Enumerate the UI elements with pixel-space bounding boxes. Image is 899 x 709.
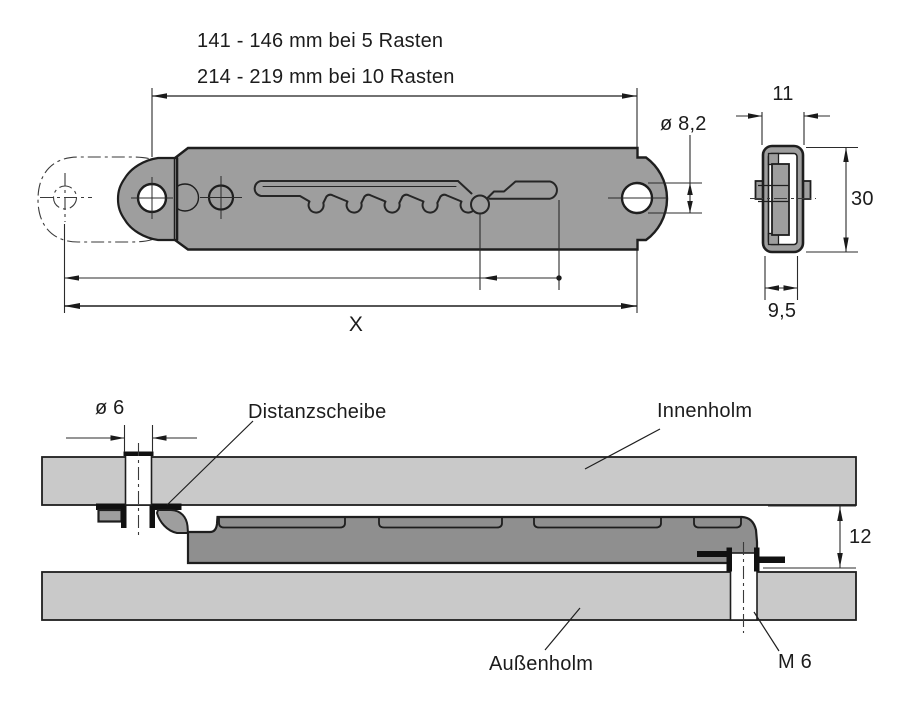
end-hole bbox=[608, 181, 667, 215]
tab-hole bbox=[131, 177, 173, 219]
dim-5-detents-label: 141 - 146 mm bei 5 Rasten bbox=[197, 30, 443, 52]
hole-diameter-dimension: ø 8,2 bbox=[648, 113, 707, 214]
section-width-bottom-dimension: 9,5 bbox=[764, 256, 799, 322]
section-width-top-dimension: 11 bbox=[736, 83, 830, 145]
thread-label: M 6 bbox=[778, 651, 812, 673]
section-inner-bar bbox=[771, 163, 790, 236]
slider-hook-end bbox=[155, 509, 190, 534]
gap-dimension: 12 bbox=[763, 505, 872, 569]
thread-leader bbox=[753, 611, 780, 652]
inner-rail-leader bbox=[584, 428, 661, 470]
hole-diameter-label: ø 8,2 bbox=[660, 113, 707, 135]
inner-rail-label: Innenholm bbox=[657, 400, 752, 422]
section-view: 11 30 9,5 bbox=[736, 83, 874, 322]
section-height-label: 30 bbox=[851, 188, 874, 210]
arrowhead-left bbox=[152, 93, 167, 99]
top-view: 141 - 146 mm bei 5 Rasten 214 - 219 mm b… bbox=[37, 30, 707, 336]
section-width-top-label: 11 bbox=[772, 83, 793, 105]
body-hole bbox=[200, 176, 242, 219]
slot-end-path bbox=[457, 180, 558, 200]
phantom-outline bbox=[37, 156, 171, 313]
gap-label: 12 bbox=[849, 526, 872, 548]
slider-body-plan bbox=[173, 146, 669, 251]
dim-10-detents-label: 214 - 219 mm bei 10 Rasten bbox=[197, 66, 455, 88]
slider-bar-side bbox=[186, 515, 759, 565]
outer-rail-beam bbox=[41, 571, 857, 621]
spacer-leader bbox=[166, 420, 254, 506]
section-width-bottom-label: 9,5 bbox=[768, 300, 796, 322]
bolt-diameter-dimension: ø 6 bbox=[66, 397, 197, 452]
section-height-dimension: 30 bbox=[806, 146, 874, 253]
ratchet-slot bbox=[253, 180, 558, 215]
arrowhead-right bbox=[622, 93, 637, 99]
lower-left-flange bbox=[697, 551, 730, 557]
travel-dimension bbox=[64, 275, 562, 281]
detent-pin-circle bbox=[470, 194, 490, 215]
left-spacer-block bbox=[97, 508, 123, 523]
x-dimension: X bbox=[64, 303, 637, 336]
left-flange-bar bbox=[96, 503, 123, 510]
bolt-diameter-label: ø 6 bbox=[95, 397, 125, 419]
slot-teeth-path bbox=[253, 180, 479, 214]
outer-rail-label: Außenholm bbox=[489, 653, 593, 675]
length-x-label: X bbox=[349, 313, 363, 336]
spacer-washer bbox=[151, 503, 182, 510]
slider-emboss-slots bbox=[218, 517, 742, 529]
spacer-label: Distanzscheibe bbox=[248, 401, 386, 423]
outer-rail-leader bbox=[544, 607, 581, 651]
inner-rail-beam bbox=[41, 456, 857, 506]
lower-right-flange bbox=[757, 556, 785, 563]
assembly-view: 12 ø 6 Distanzscheibe Innenholm Außenhol… bbox=[41, 397, 872, 675]
